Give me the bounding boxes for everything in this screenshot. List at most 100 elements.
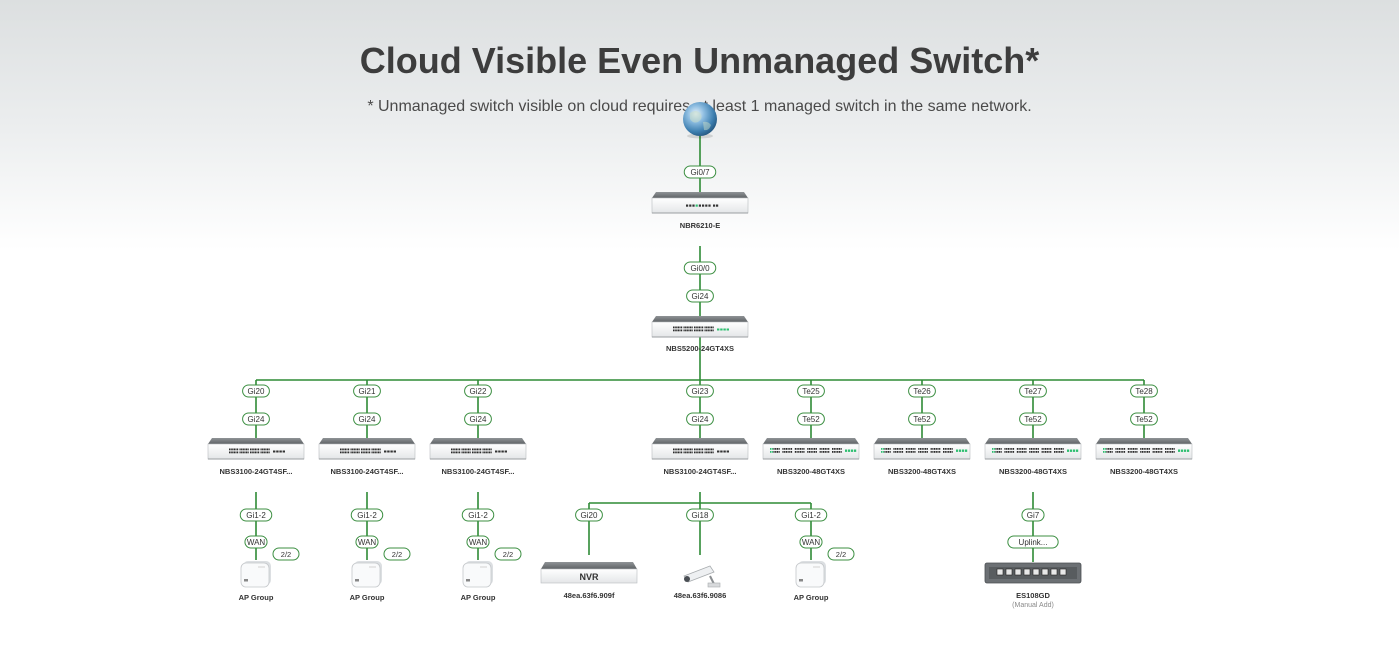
port-label[interactable]: Te52: [1019, 412, 1047, 426]
port-icon: [914, 448, 916, 450]
port-icon: [242, 451, 244, 454]
port-icon: [676, 329, 678, 332]
nvr-icon[interactable]: NVR: [540, 562, 638, 584]
count-badge-border: [827, 547, 855, 561]
switch-device[interactable]: [207, 438, 305, 460]
port-icon: [688, 326, 690, 329]
port-label[interactable]: Gi24: [353, 412, 381, 426]
port-icon: [789, 448, 791, 450]
port-label[interactable]: Gi24: [686, 289, 714, 303]
port-label-border: [1007, 535, 1059, 549]
access-point-icon[interactable]: [462, 561, 493, 588]
port-label[interactable]: Te28: [1130, 384, 1158, 398]
unmanaged-switch-icon[interactable]: [984, 562, 1082, 584]
port-label[interactable]: Gi0/7: [683, 165, 717, 179]
port-icon: [673, 329, 675, 332]
port-label[interactable]: Gi1-2: [350, 508, 384, 522]
device-label: 48ea.63f6.909f: [564, 591, 615, 600]
port-icon: [454, 448, 456, 451]
port-icon: [700, 326, 702, 329]
port-icon: [340, 451, 342, 454]
port-label[interactable]: WAN: [799, 535, 823, 549]
port-label[interactable]: Gi22: [464, 384, 492, 398]
port-icon: [1159, 451, 1161, 453]
port-icon: [1140, 448, 1142, 450]
access-point-icon[interactable]: [351, 561, 382, 588]
port-icon: [700, 448, 702, 451]
device-label: NBS3100-24GT4SF...: [664, 467, 737, 476]
count-badge-text: 2/2: [836, 550, 846, 559]
port-label[interactable]: Gi21: [353, 384, 381, 398]
port-icon: [487, 451, 489, 454]
port-label[interactable]: Gi20: [575, 508, 603, 522]
port-label[interactable]: Te52: [797, 412, 825, 426]
port-icon: [467, 448, 470, 451]
port-label[interactable]: Te52: [908, 412, 936, 426]
port-icon: [1043, 448, 1045, 450]
port-icon: [784, 451, 786, 453]
port-icon: [689, 329, 692, 332]
port-label[interactable]: WAN: [466, 535, 490, 549]
port-icon: [1023, 568, 1031, 576]
port-label[interactable]: Gi1-2: [794, 508, 828, 522]
access-point-icon[interactable]: [795, 561, 826, 588]
switch-device[interactable]: [318, 438, 416, 460]
port-icon: [1046, 448, 1048, 450]
port-icon: [700, 329, 702, 332]
port-label[interactable]: Gi24: [464, 412, 492, 426]
switch-device[interactable]: [651, 438, 749, 460]
port-icon: [1148, 448, 1150, 450]
port-label[interactable]: Gi7: [1021, 508, 1045, 522]
port-icon: [265, 451, 267, 454]
switch-device[interactable]: [984, 438, 1082, 460]
globe-land: [690, 111, 702, 123]
port-label[interactable]: Te25: [797, 384, 825, 398]
port-icon: [376, 451, 378, 454]
port-label[interactable]: Gi23: [686, 384, 714, 398]
port-icon: [881, 451, 883, 453]
port-icon: [686, 329, 688, 332]
port-icon: [482, 448, 484, 451]
port-icon: [691, 451, 693, 454]
port-label[interactable]: Gi0/0: [683, 261, 717, 275]
port-label[interactable]: WAN: [244, 535, 268, 549]
port-icon: [674, 329, 676, 332]
port-label[interactable]: Gi24: [686, 412, 714, 426]
port-icon: [487, 448, 489, 451]
port-icon: [674, 448, 676, 451]
switch-device[interactable]: [873, 438, 971, 460]
ip-camera-icon[interactable]: [683, 565, 721, 588]
port-icon: [909, 451, 911, 453]
port-icon: [694, 448, 696, 451]
port-label[interactable]: Gi1-2: [239, 508, 273, 522]
port-label[interactable]: Gi18: [686, 508, 714, 522]
port-label-text: Gi21: [359, 387, 376, 396]
port-label[interactable]: Te52: [1130, 412, 1158, 426]
switch-device[interactable]: [429, 438, 527, 460]
port-label[interactable]: Gi20: [242, 384, 270, 398]
port-icon: [882, 451, 884, 453]
port-icon: [260, 451, 262, 454]
core-switch-device[interactable]: [651, 316, 749, 338]
port-icon: [1117, 451, 1119, 453]
port-label[interactable]: Gi24: [242, 412, 270, 426]
port-icon: [459, 448, 461, 451]
port-icon: [1171, 451, 1173, 453]
switch-device[interactable]: [1095, 438, 1193, 460]
port-icon: [713, 204, 716, 207]
port-icon: [1157, 451, 1159, 453]
switch-device[interactable]: [762, 438, 860, 460]
ap-led: [244, 579, 248, 582]
port-icon: [461, 448, 463, 451]
port-label[interactable]: Uplink...: [1007, 535, 1059, 549]
port-label[interactable]: Te27: [1019, 384, 1047, 398]
port-label[interactable]: WAN: [355, 535, 379, 549]
port-icon: [677, 448, 679, 451]
access-point-icon[interactable]: [240, 561, 271, 588]
port-icon: [807, 448, 809, 450]
port-label[interactable]: Gi1-2: [461, 508, 495, 522]
port-icon: [348, 451, 350, 454]
port-label[interactable]: Te26: [908, 384, 936, 398]
router-device[interactable]: [651, 192, 749, 214]
nvr-top: [541, 562, 637, 569]
